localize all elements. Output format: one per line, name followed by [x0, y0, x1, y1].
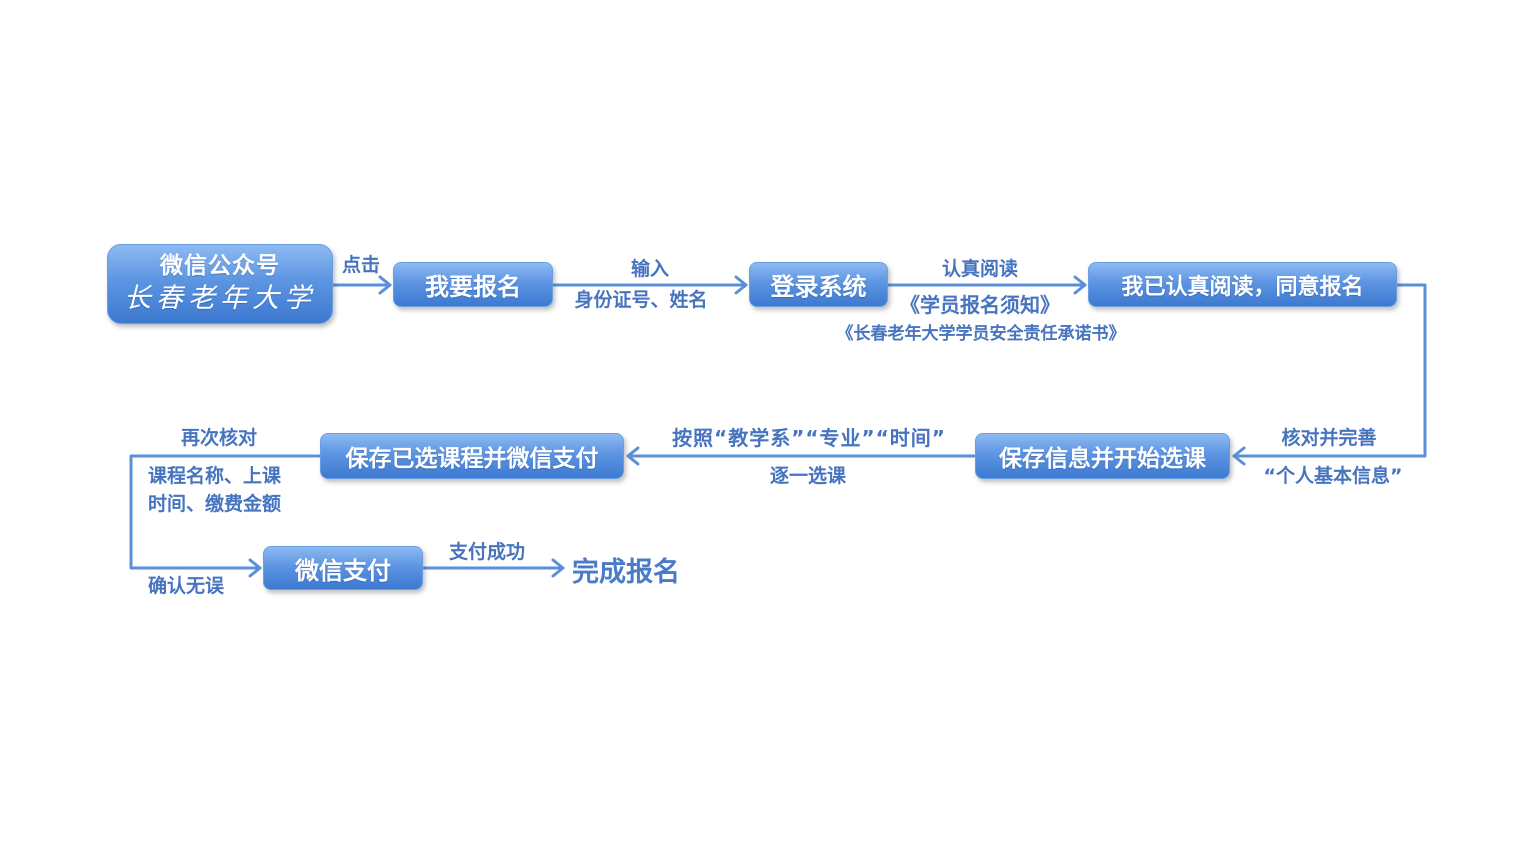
label-verify-top: 核对并完善 — [1281, 427, 1377, 449]
arrow-verify — [1232, 283, 1427, 466]
node-wechat-pay: 微信支付 — [263, 546, 423, 590]
label-input-bottom: 身份证号、姓名 — [574, 289, 708, 311]
label-select-bottom: 逐一选课 — [769, 465, 847, 487]
arrow-input — [552, 275, 748, 295]
node-save-info: 保存信息并开始选课 — [975, 433, 1230, 479]
label-click: 点击 — [342, 254, 381, 276]
node-wechat-account: 微信公众号 长春老年大学 — [107, 244, 333, 324]
node-done: 完成报名 — [572, 557, 680, 588]
label-recheck-top: 再次核对 — [181, 427, 258, 449]
label-verify-bottom: “个人基本信息” — [1263, 465, 1403, 487]
label-recheck-bottom: 确认无误 — [148, 575, 225, 597]
arrow-click — [332, 275, 392, 295]
node-wechat-account-title: 微信公众号 — [160, 253, 280, 279]
label-recheck-line1: 课程名称、上课 — [148, 465, 282, 487]
node-wechat-account-subtitle: 长春老年大学 — [124, 283, 316, 314]
node-signup: 我要报名 — [393, 262, 553, 307]
arrow-read — [887, 275, 1087, 295]
node-login: 登录系统 — [749, 262, 888, 307]
label-read-top: 认真阅读 — [941, 258, 1019, 280]
label-recheck-line2: 时间、缴费金额 — [148, 493, 282, 515]
label-select-top: 按照“教学系”“专业”“时间” — [672, 426, 946, 450]
node-save-pay: 保存已选课程并微信支付 — [320, 433, 624, 479]
arrow-select — [626, 446, 976, 466]
node-agree: 我已认真阅读，同意报名 — [1088, 262, 1397, 307]
label-pay-success: 支付成功 — [448, 541, 526, 563]
arrow-recheck — [129, 454, 321, 578]
arrow-pay-success — [422, 558, 565, 578]
label-read-doc1: 《学员报名须知》 — [900, 293, 1060, 317]
label-input-top: 输入 — [630, 258, 670, 280]
label-read-doc2: 《长春老年大学学员安全责任承诺书》 — [836, 324, 1126, 344]
